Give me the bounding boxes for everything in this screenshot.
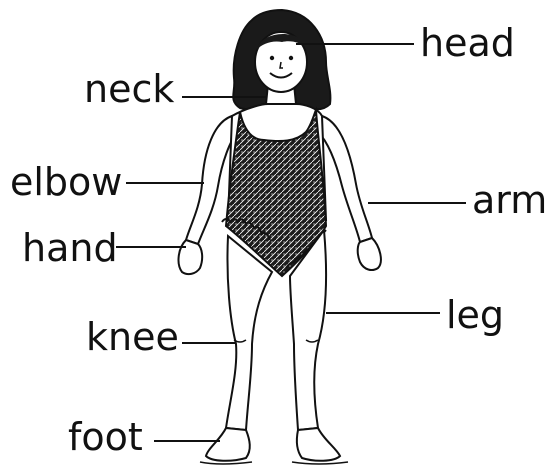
label-leg: leg xyxy=(446,296,504,334)
left-leg xyxy=(226,236,272,430)
left-hand-shape xyxy=(179,240,203,274)
label-knee: knee xyxy=(86,318,179,356)
right-eye xyxy=(289,56,293,60)
label-head: head xyxy=(420,24,515,62)
ground-shadow xyxy=(200,462,348,464)
left-foot-shape xyxy=(206,428,250,461)
label-elbow: elbow xyxy=(10,163,122,201)
right-hand-shape xyxy=(358,238,381,270)
label-foot: foot xyxy=(68,418,143,456)
label-neck: neck xyxy=(84,70,174,108)
label-hand: hand xyxy=(22,229,118,267)
right-foot-shape xyxy=(297,428,340,461)
left-eye xyxy=(270,56,274,60)
label-arm: arm xyxy=(472,181,547,219)
